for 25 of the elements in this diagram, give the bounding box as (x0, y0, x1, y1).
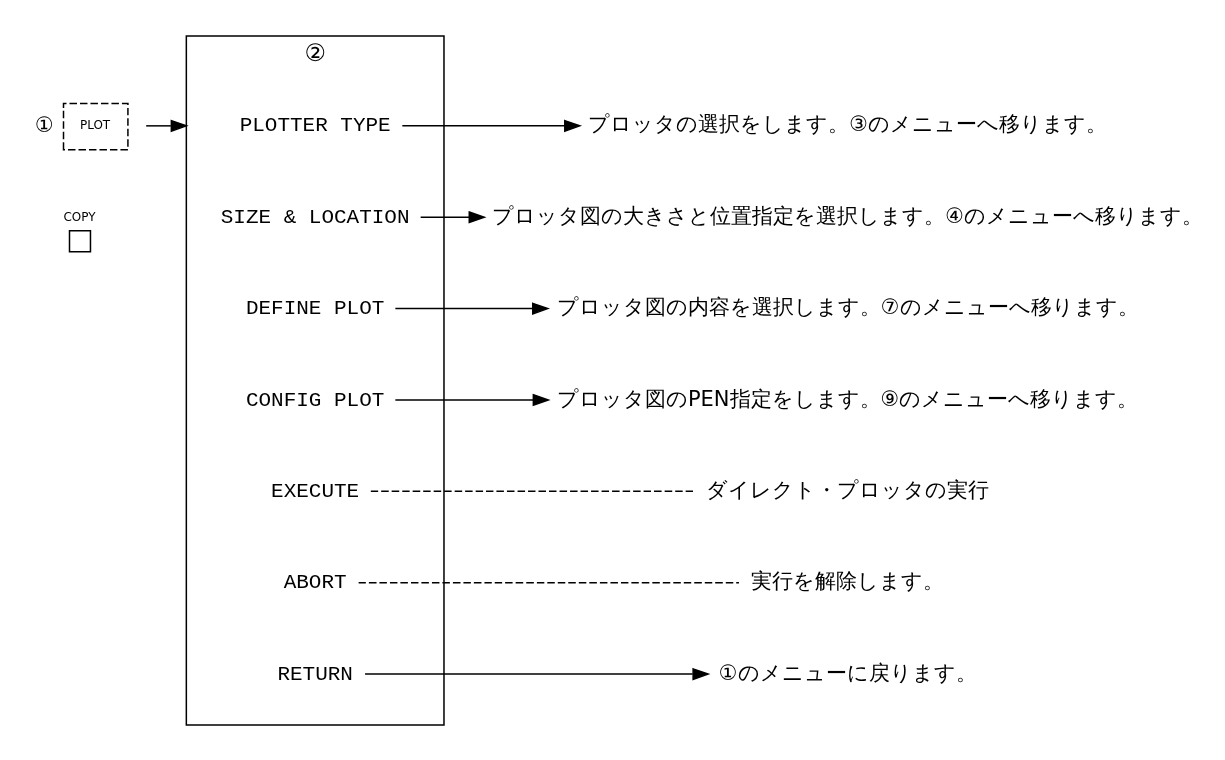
node-text: ABORT (283, 570, 347, 594)
node-text: DEFINE PLOT (245, 296, 385, 320)
arrow (394, 393, 551, 406)
arrow (419, 210, 487, 224)
node-text: RETURN (277, 662, 353, 686)
node-text: ①のメニューに戻ります。 (718, 660, 977, 685)
node-label: ① (35, 112, 54, 137)
node-text: プロッタ図のPEN指定をします。⑨のメニューへ移ります。 (556, 386, 1139, 411)
arrow (364, 667, 711, 680)
arrow (394, 301, 550, 315)
node-text: SIZE & LOCATION (220, 205, 410, 229)
node-text: 実行を解除します。 (751, 568, 945, 593)
node-text: EXECUTE (271, 479, 360, 503)
node-text: ダイレクト・プロッタの実行 (706, 477, 990, 502)
node-label: COPY (63, 209, 96, 224)
connector (357, 581, 740, 583)
node-box (68, 229, 92, 252)
arrow (401, 119, 583, 132)
node-text: プロッタの選択をします。③のメニューへ移ります。 (588, 111, 1108, 136)
node-text: プロッタ図の大きさと位置指定を選択します。④のメニューへ移ります。 (492, 203, 1204, 228)
node-box: PLOT (62, 102, 129, 151)
arrow (145, 119, 189, 132)
node-text: プロッタ図の内容を選択します。⑦のメニューへ移ります。 (556, 294, 1139, 319)
node-text: CONFIG PLOT (245, 388, 385, 412)
node-text: PLOTTER TYPE (239, 113, 391, 137)
